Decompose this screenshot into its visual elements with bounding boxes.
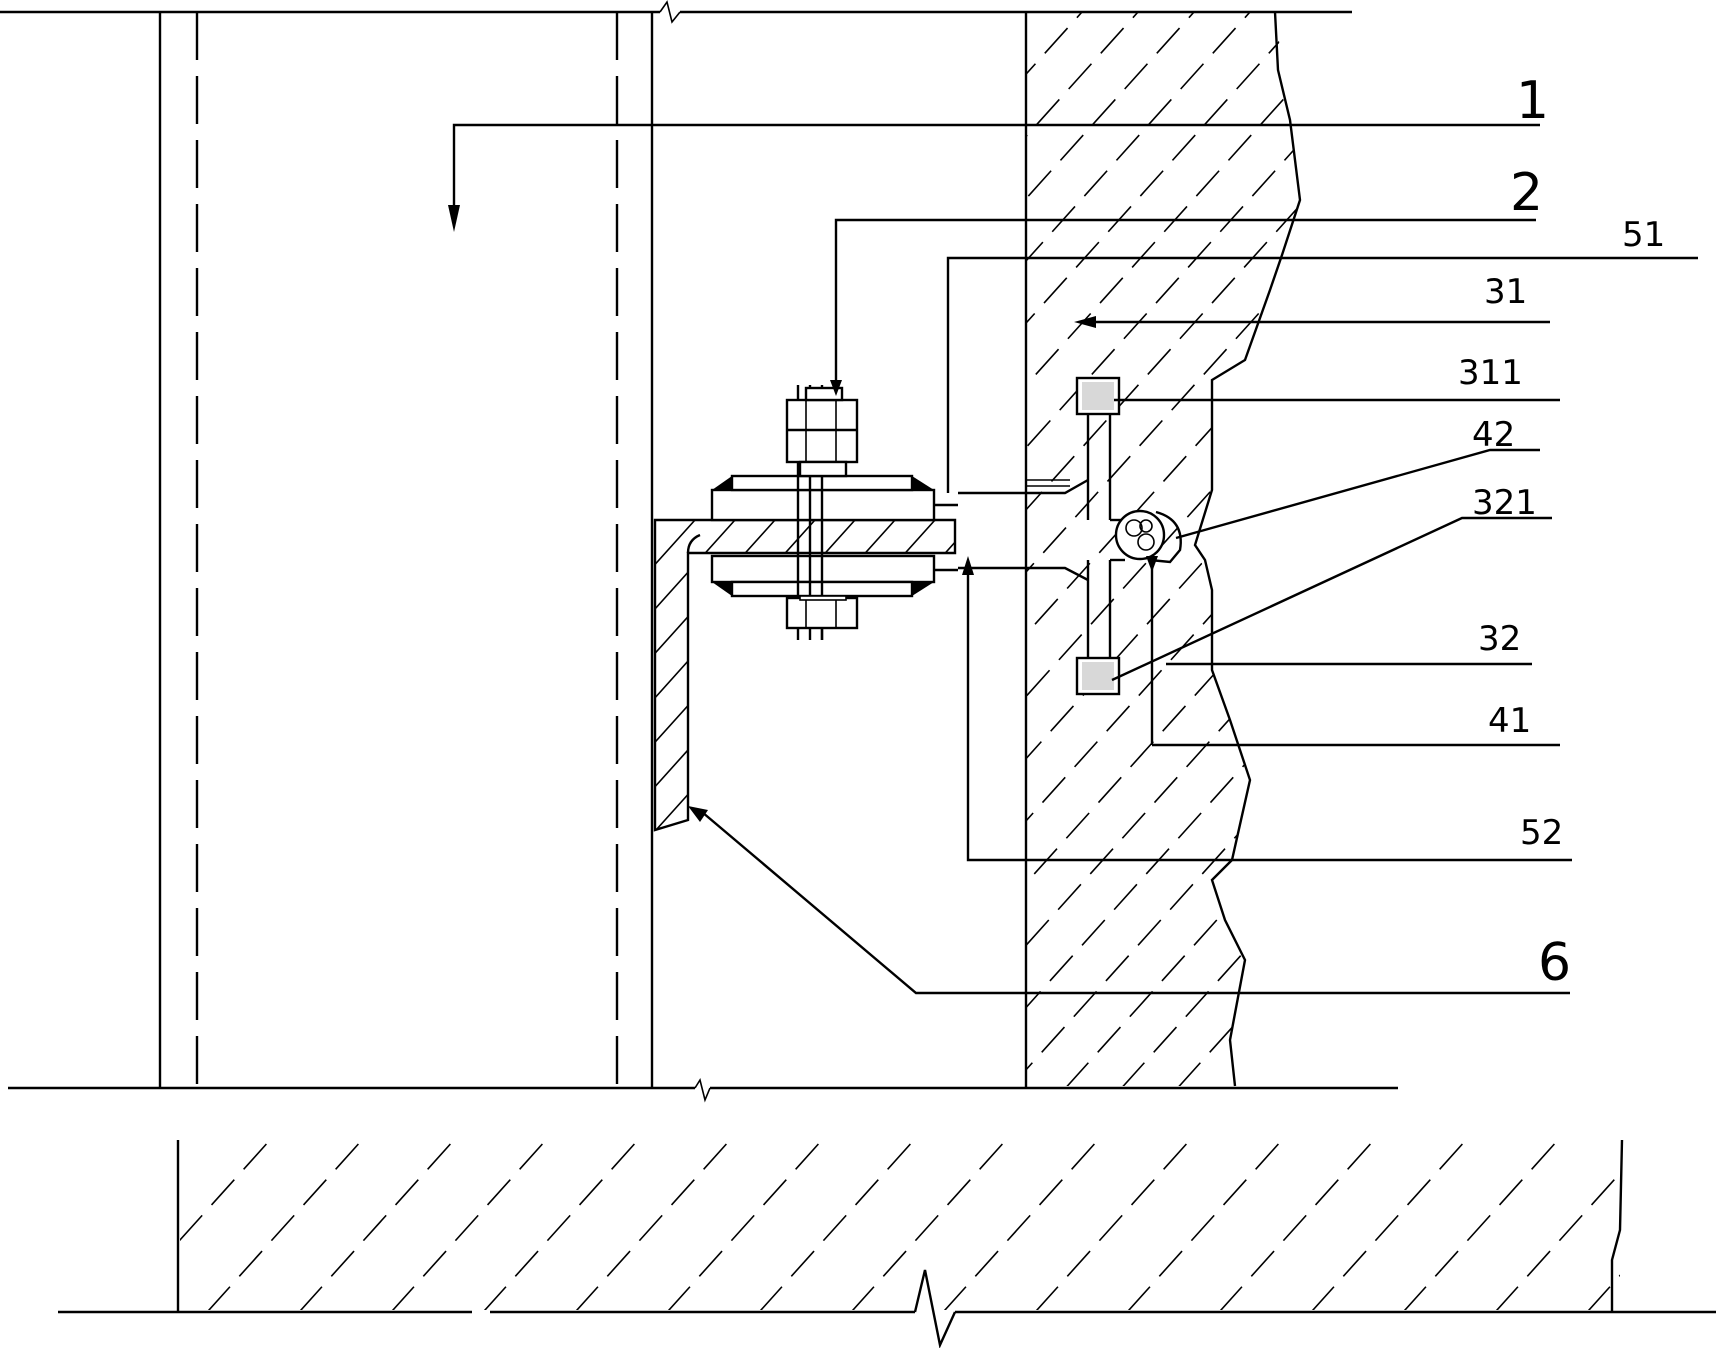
label-42: 42: [1472, 415, 1515, 455]
label-321: 321: [1472, 483, 1537, 523]
hatch-line: [655, 520, 736, 830]
hatch-line: [1034, 1140, 1191, 1310]
hatch-line: [23, 1140, 178, 1312]
hatch-line: [942, 1140, 1099, 1310]
label-31: 31: [1484, 272, 1527, 312]
steel-column: [158, 12, 654, 1088]
label-311: 311: [1458, 353, 1523, 393]
bolt-assembly: [785, 385, 859, 640]
hatch-line: [895, 520, 955, 830]
hatch-line: [1026, 12, 1300, 1086]
label-41: 41: [1488, 701, 1531, 741]
label-51: 51: [1622, 215, 1665, 255]
floor-slab: [23, 1139, 1716, 1349]
hatch-line: [1026, 12, 1300, 1086]
hatch-line: [1177, 12, 1300, 1086]
frame-lines: [0, 0, 1398, 1103]
hatch-line: [1126, 1140, 1283, 1310]
hatch-line: [1026, 12, 1195, 1086]
hatch-line: [850, 1140, 1007, 1310]
label-2: 2: [1510, 163, 1543, 223]
hatch-line: [1026, 12, 1300, 1086]
hatch-line: [298, 1140, 455, 1310]
hatch-line: [482, 1140, 639, 1310]
hatch-line: [1218, 1140, 1375, 1310]
hatch-line: [1026, 12, 1300, 1086]
hatch-line: [1586, 1140, 1620, 1310]
hatch-line: [758, 1140, 915, 1310]
hatch-line: [1233, 12, 1300, 1086]
leader-lines: [448, 123, 1698, 995]
hatch-line: [1026, 12, 1300, 1086]
hatch-line: [1026, 12, 1251, 1086]
hatch-line: [655, 520, 656, 830]
label-1: 1: [1516, 71, 1549, 131]
hatch-line: [1494, 1140, 1620, 1310]
hatch-line: [1026, 12, 1300, 1086]
hatch-line: [1310, 1140, 1467, 1310]
hatch-line: [180, 1140, 271, 1310]
hatch-line: [1026, 12, 1300, 1086]
label-6: 6: [1538, 933, 1571, 993]
hatch-line: [666, 1140, 823, 1310]
hatch-line: [390, 1140, 547, 1310]
embedded-channel: [958, 376, 1182, 745]
part-labels: 1 2 51 31 311 42 321 32 41 52 6: [1458, 71, 1665, 993]
hatch-line: [206, 1140, 363, 1310]
hatch-line: [935, 520, 955, 830]
hatch-line: [1026, 12, 1300, 1086]
hatch-line: [1402, 1140, 1559, 1310]
hatch-line: [574, 1140, 731, 1310]
label-52: 52: [1520, 813, 1563, 853]
label-32: 32: [1478, 619, 1521, 659]
hatch-line: [1026, 12, 1300, 1086]
hatch-line: [1289, 12, 1300, 1086]
